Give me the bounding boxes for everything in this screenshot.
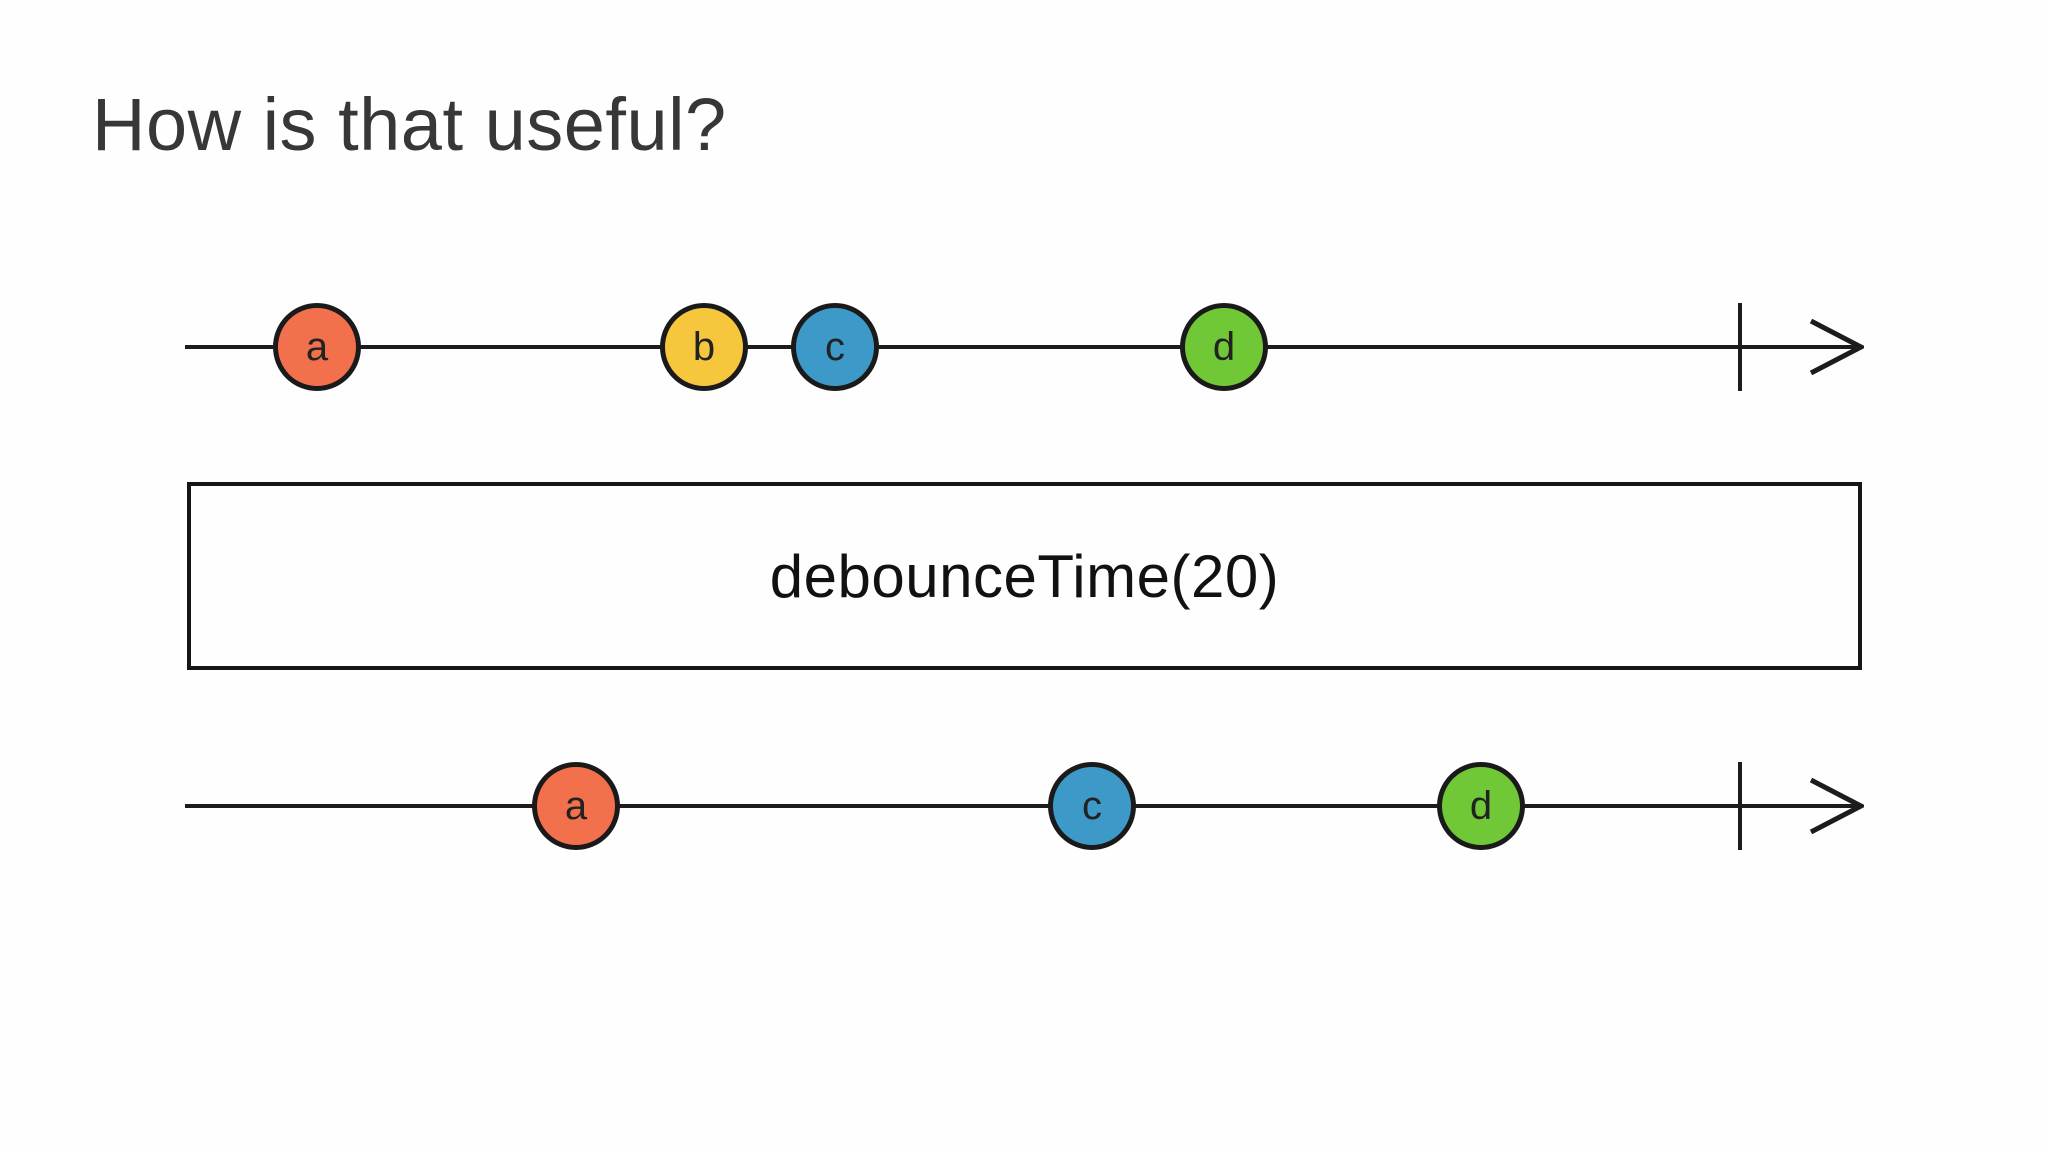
marble-label: d: [1469, 783, 1493, 828]
arrow-head-icon: [1809, 319, 1864, 375]
marble-a: a: [532, 762, 620, 850]
operator-label: debounceTime(20): [769, 542, 1280, 610]
timeline-end-tick: [1738, 303, 1742, 391]
marble-label: b: [692, 324, 716, 369]
marble-label: a: [305, 324, 329, 369]
marble-b: b: [660, 303, 748, 391]
marble-label: d: [1212, 324, 1236, 369]
page-title: How is that useful?: [92, 83, 727, 166]
marble-label: c: [825, 324, 845, 369]
operator-box: debounceTime(20): [187, 482, 1862, 670]
marble-d: d: [1437, 762, 1525, 850]
timeline-end-tick: [1738, 762, 1742, 850]
marble-label: c: [1082, 783, 1102, 828]
timeline-line: [185, 804, 1858, 808]
marble-d: d: [1180, 303, 1268, 391]
timeline-line: [185, 345, 1858, 349]
marble-label: a: [564, 783, 588, 828]
marble-c: c: [791, 303, 879, 391]
marble-c: c: [1048, 762, 1136, 850]
source-stream-timeline: a b c d: [0, 303, 2048, 391]
marble-a: a: [273, 303, 361, 391]
arrow-head-icon: [1809, 778, 1864, 834]
